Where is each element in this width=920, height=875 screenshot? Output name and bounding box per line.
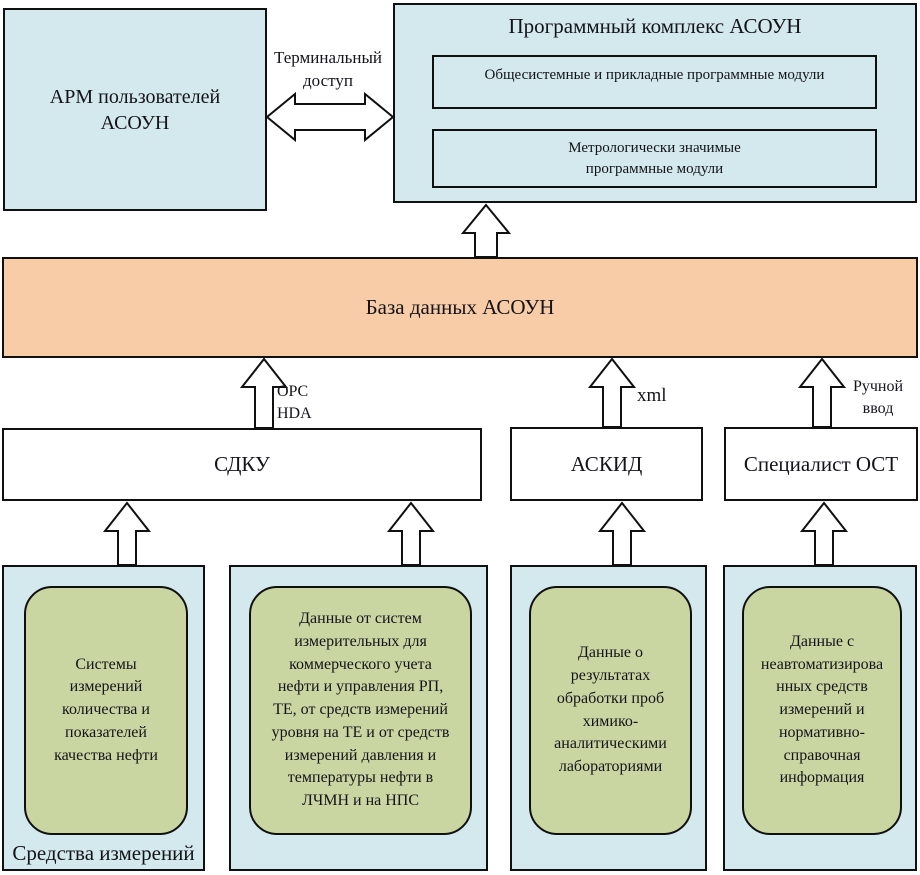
askid-to-db-arrow — [587, 357, 637, 428]
ost-specialist-box: Специалист ОСТ — [724, 427, 918, 501]
source-data-commercial-metering: Данные от систем измерительных для комме… — [249, 586, 472, 835]
source-group-oil-metering: Системы измерений количества и показател… — [2, 565, 205, 871]
source-group-lab-samples: Данные о результатах обработки проб хими… — [510, 565, 707, 871]
software-complex-box: Программный комплекс АСОУН Общесистемные… — [393, 3, 917, 203]
sources-caption: Средства измерений — [12, 841, 195, 865]
system-modules-box: Общесистемные и прикладные программные м… — [432, 55, 877, 109]
database-box: База данных АСОУН — [2, 257, 918, 358]
terminal-access-label: Терминальный доступ — [273, 48, 383, 90]
source-data-lab-samples: Данные о результатах обработки проб хими… — [529, 586, 692, 835]
source-data-oil-metering: Системы измерений количества и показател… — [24, 586, 188, 835]
source2-to-sdku-arrow — [386, 501, 436, 566]
source4-to-ost-arrow — [799, 501, 849, 566]
arm-users-box: АРМ пользователей АСОУН — [3, 8, 267, 211]
source3-to-askid-arrow — [597, 501, 647, 566]
opc-hda-label: OPC HDA — [277, 383, 312, 422]
xml-label: xml — [637, 385, 667, 406]
source1-to-sdku-arrow — [102, 501, 152, 566]
source-group-commercial-metering: Данные от систем измерительных для комме… — [229, 565, 488, 871]
source-group-manual-reference: Данные с неавтоматизирова нных средств и… — [723, 565, 917, 871]
metrology-modules-box: Метрологически значимые программные моду… — [432, 129, 877, 188]
db-to-complex-arrow — [460, 203, 512, 258]
askid-box: АСКИД — [510, 427, 703, 501]
software-complex-title: Программный комплекс АСОУН — [508, 14, 802, 38]
ost-to-db-arrow — [797, 357, 847, 428]
sdku-box: СДКУ — [2, 428, 482, 501]
source-data-manual-reference: Данные с неавтоматизирова нных средств и… — [742, 586, 902, 835]
manual-input-label: Ручной ввод — [852, 378, 904, 417]
terminal-access-arrow — [265, 91, 395, 143]
